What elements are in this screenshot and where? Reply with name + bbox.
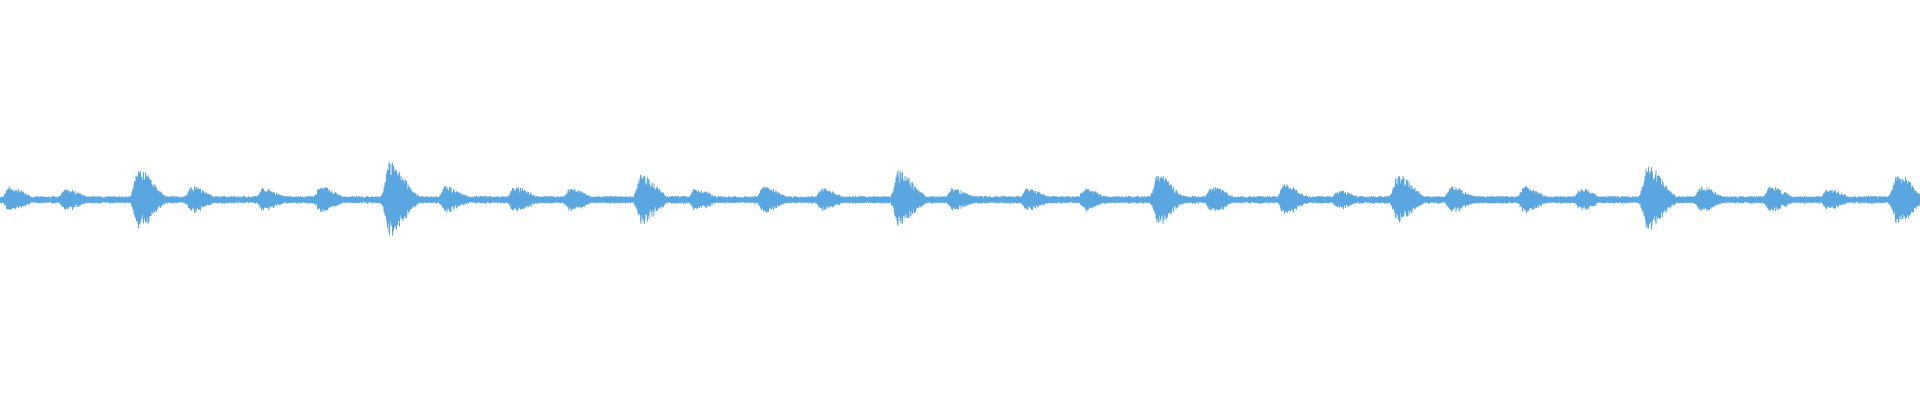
waveform-trace — [0, 162, 1920, 236]
